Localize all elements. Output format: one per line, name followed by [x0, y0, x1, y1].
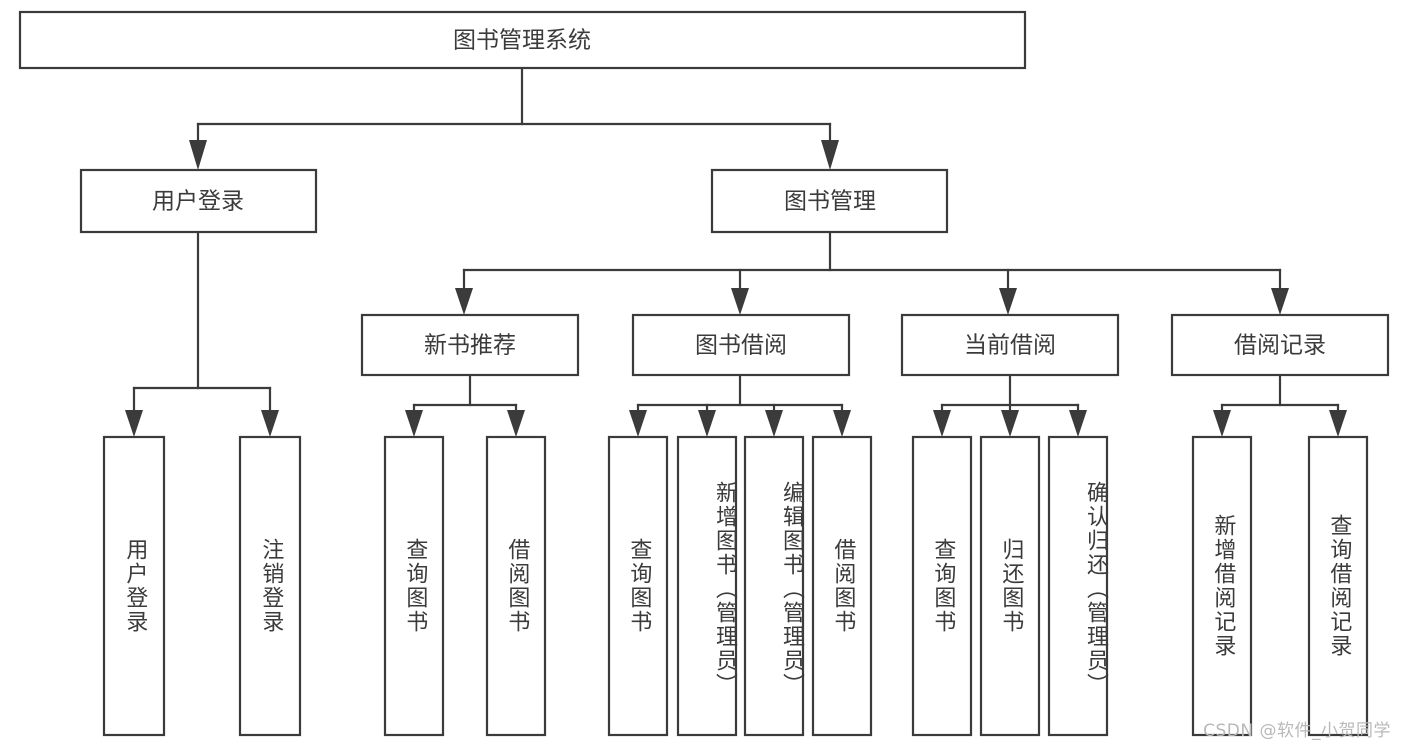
arrow-head-icon [765, 410, 783, 437]
connector-group-current-borrow [933, 373, 1087, 437]
node-root-system[interactable]: 图书管理系统 [18, 10, 1027, 70]
leaf-label-cb-query: 查询图书 [930, 538, 956, 634]
connector-group-borrow-record [1213, 373, 1347, 437]
node-new-book-recommend-label: 新书推荐 [424, 333, 516, 359]
connector-group-new-book [405, 373, 525, 437]
arrow-head-icon [405, 410, 423, 437]
node-root-label: 图书管理系统 [453, 28, 591, 54]
leaf-label-br-add: 新增借阅记录 [1210, 514, 1236, 658]
leaf-box-bb-edit[interactable] [743, 435, 805, 737]
arrow-head-icon [189, 140, 207, 170]
arrow-head-icon [629, 410, 647, 437]
leaf-label-user-login: 用户登录 [122, 538, 148, 634]
leaf-label-bb-edit: 编辑图书（管理员） [779, 481, 804, 697]
node-user-login-box [79, 168, 318, 234]
leaf-box-logout[interactable] [238, 435, 302, 737]
node-user-login-label: 用户登录 [152, 189, 244, 215]
leaf-box-cb-confirm[interactable] [1047, 435, 1109, 737]
leaf-label-nb-query: 查询图书 [402, 538, 428, 634]
leaf-label-nb-borrow: 借阅图书 [504, 538, 530, 634]
node-book-borrow-label: 图书借阅 [695, 333, 787, 359]
arrow-head-icon [1271, 288, 1289, 315]
leaf-box-cb-query[interactable] [911, 435, 973, 737]
leaf-box-bb-query[interactable] [607, 435, 669, 737]
node-current-borrow[interactable]: 当前借阅 [900, 313, 1120, 377]
csdn-watermark: CSDN @软件_小贺同学 [1203, 721, 1391, 741]
leaf-label-bb-query: 查询图书 [626, 538, 652, 634]
leaf-label-bb-add: 新增图书（管理员） [712, 481, 737, 697]
node-root-box [18, 10, 1027, 70]
node-user-login[interactable]: 用户登录 [79, 168, 318, 234]
arrow-head-icon [833, 410, 851, 437]
node-current-borrow-box [900, 313, 1120, 377]
leaf-box-user-login[interactable] [102, 435, 166, 737]
connector-group-root [189, 66, 839, 170]
arrow-head-icon [1001, 410, 1019, 437]
node-book-management[interactable]: 图书管理 [710, 168, 949, 234]
node-borrow-record-box [1170, 313, 1390, 377]
leaf-box-group [102, 435, 1369, 737]
arrow-head-icon [821, 140, 839, 170]
node-new-book-recommend-box [360, 313, 580, 377]
node-book-borrow[interactable]: 图书借阅 [631, 313, 851, 377]
arrow-head-icon [933, 410, 951, 437]
leaf-box-br-add[interactable] [1191, 435, 1253, 737]
node-borrow-record-label: 借阅记录 [1234, 333, 1326, 359]
arrow-head-icon [1213, 410, 1231, 437]
arrow-head-icon [455, 288, 473, 315]
leaf-box-bb-add[interactable] [676, 435, 738, 737]
arrow-head-icon [507, 410, 525, 437]
node-borrow-record[interactable]: 借阅记录 [1170, 313, 1390, 377]
arrow-head-icon [698, 410, 716, 437]
leaf-box-nb-borrow[interactable] [485, 435, 547, 737]
arrow-head-icon [1329, 410, 1347, 437]
connector-group-book-borrow [629, 373, 851, 437]
node-current-borrow-label: 当前借阅 [964, 333, 1056, 359]
leaf-box-br-query[interactable] [1307, 435, 1369, 737]
leaf-box-cb-return[interactable] [979, 435, 1041, 737]
leaf-box-nb-query[interactable] [383, 435, 445, 737]
connector-group-user-login [125, 230, 279, 437]
arrow-head-icon [999, 288, 1017, 315]
connector-group-book-management [455, 230, 1289, 315]
arrow-head-icon [261, 410, 279, 437]
node-book-borrow-box [631, 313, 851, 377]
leaf-label-cb-return: 归还图书 [998, 538, 1024, 634]
arrow-head-icon [731, 288, 749, 315]
arrow-head-icon [1069, 410, 1087, 437]
node-book-management-label: 图书管理 [784, 189, 876, 215]
leaf-label-cb-confirm: 确认归还（管理员） [1083, 481, 1108, 697]
arrow-head-icon [125, 410, 143, 437]
leaf-label-bb-borrow: 借阅图书 [830, 538, 856, 634]
node-new-book-recommend[interactable]: 新书推荐 [360, 313, 580, 377]
leaf-label-br-query: 查询借阅记录 [1326, 514, 1352, 658]
leaf-label-logout: 注销登录 [258, 538, 284, 634]
leaf-box-bb-borrow[interactable] [811, 435, 873, 737]
node-book-management-box [710, 168, 949, 234]
